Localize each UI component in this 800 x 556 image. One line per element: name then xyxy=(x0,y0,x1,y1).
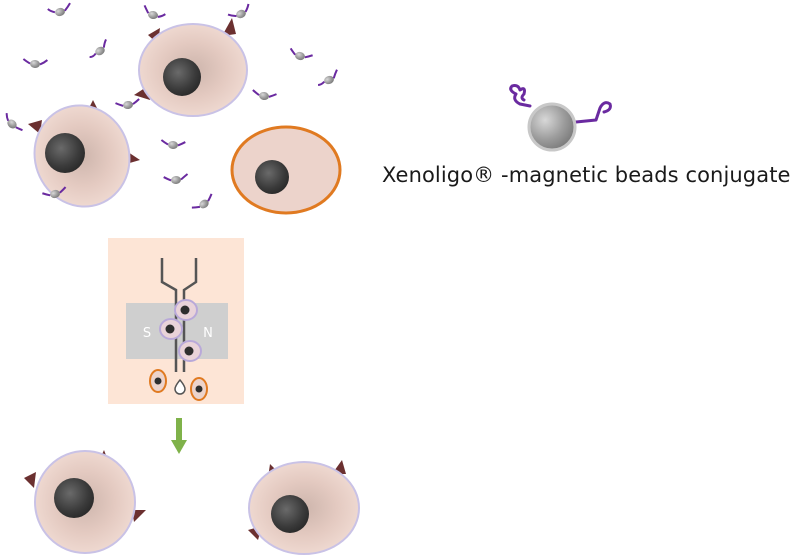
flow-through-cell-icon xyxy=(190,377,208,401)
magnet-pole-south: S xyxy=(143,326,151,341)
conjugate-icon xyxy=(227,3,250,19)
captured-cell-icon xyxy=(159,318,183,340)
conjugate-icon xyxy=(115,98,140,110)
captured-cell-icon xyxy=(174,299,198,321)
flow-through-cell-icon xyxy=(149,369,167,393)
magnetic-separator-panel: S N xyxy=(108,238,244,404)
cell-icon xyxy=(248,460,360,555)
conjugate-icon xyxy=(317,69,338,87)
cell-icon xyxy=(24,450,146,554)
magnet-pole-north: N xyxy=(203,326,213,341)
conjugate-icon xyxy=(252,89,277,101)
conjugate-icon xyxy=(289,47,313,61)
cell-icon xyxy=(134,18,248,117)
conjugate-icon xyxy=(22,58,49,69)
conjugate-icon xyxy=(143,4,166,20)
conjugate-icon xyxy=(191,193,213,209)
conjugate-icon xyxy=(42,186,67,199)
conjugate-icon xyxy=(160,139,186,150)
captured-cell-icon xyxy=(178,340,202,362)
arrow-down-icon xyxy=(171,418,187,454)
legend-label: Xenoligo® -magnetic beads conjugate xyxy=(382,163,791,187)
mixture-group xyxy=(5,2,342,215)
legend-conjugate-icon xyxy=(509,84,612,152)
target-cell-icon xyxy=(230,125,342,215)
conjugate-icon xyxy=(5,112,23,132)
cell-icon xyxy=(28,100,140,208)
conjugate-icon xyxy=(47,2,71,17)
conjugate-icon xyxy=(163,173,189,185)
conjugate-icon xyxy=(89,38,107,59)
